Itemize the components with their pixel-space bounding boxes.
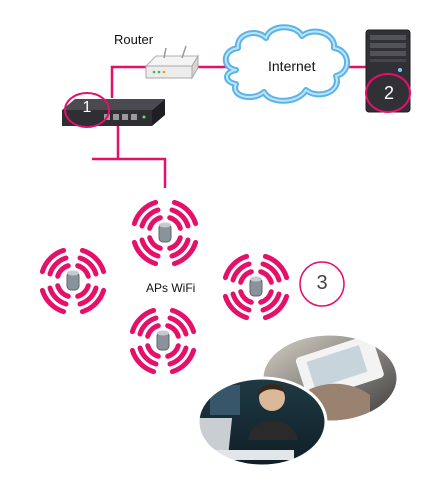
internet-cloud-icon[interactable] xyxy=(222,24,350,104)
wifi-signal-arc xyxy=(167,345,189,367)
wifi-signal-arc xyxy=(238,269,254,285)
wifi-signal-arc xyxy=(165,323,181,339)
wifi-signal-arc xyxy=(167,215,183,231)
access-point-icon[interactable] xyxy=(222,253,290,321)
wifi-signal-arc xyxy=(230,291,252,313)
wifi-signal-arc xyxy=(238,289,254,305)
wifi-signal-arc xyxy=(137,345,159,367)
wifi-signal-arc xyxy=(169,347,197,375)
wifi-signal-arc xyxy=(47,255,69,277)
wifi-signal-arc xyxy=(145,323,161,339)
switch-highlight-ring xyxy=(64,92,110,128)
server-highlight-ring xyxy=(365,73,411,113)
wifi-signal-arc xyxy=(222,293,250,321)
wifi-signal-arc xyxy=(222,253,250,281)
wifi-signal-arc xyxy=(262,253,290,281)
users-photo xyxy=(196,332,400,468)
wifi-signal-arc xyxy=(169,237,191,259)
wifi-signal-arc xyxy=(47,285,69,307)
wifi-signal-arc xyxy=(260,291,282,313)
wifi-signal-arc xyxy=(129,307,157,335)
wifi-signal-arc xyxy=(139,237,161,259)
internet-label: Internet xyxy=(268,58,316,74)
access-point-top xyxy=(67,270,79,276)
access-point-top xyxy=(157,330,169,336)
wifi-signal-arc xyxy=(165,343,181,359)
wifi-signal-arc xyxy=(169,207,191,229)
wifi-signal-arc xyxy=(139,207,161,229)
wifi-signal-arc xyxy=(137,315,159,337)
access-point-icon[interactable] xyxy=(131,199,199,267)
wifi-signal-arc xyxy=(171,239,199,267)
wifi-signal-arc xyxy=(147,215,163,231)
wifi-signal-arc xyxy=(39,287,67,315)
router-label: Router xyxy=(114,32,154,47)
marker-3-label: 3 xyxy=(316,272,328,294)
router-icon[interactable] xyxy=(144,45,199,80)
wifi-signal-arc xyxy=(171,199,199,227)
aps-bus-line xyxy=(92,157,167,188)
wifi-signal-arc xyxy=(145,343,161,359)
aps-wifi-label: APs WiFi xyxy=(146,281,196,295)
wifi-signal-arc xyxy=(39,247,67,275)
wifi-signal-arc xyxy=(129,347,157,375)
access-point-icon[interactable] xyxy=(39,247,107,315)
server-icon[interactable] xyxy=(365,29,411,113)
wifi-signal-arc xyxy=(77,255,99,277)
wifi-signal-arc xyxy=(75,283,91,299)
marker-3-ring xyxy=(299,261,345,307)
wifi-signal-arc xyxy=(258,269,274,285)
wifi-signal-arc xyxy=(79,287,107,315)
wifi-signal-arc xyxy=(55,263,71,279)
wifi-signal-arc xyxy=(167,235,183,251)
marker-2-label: 2 xyxy=(383,83,394,103)
access-points-group xyxy=(39,199,290,375)
switch-to-router-line xyxy=(110,65,148,98)
wifi-signal-arc xyxy=(79,247,107,275)
wifi-signal-arc xyxy=(77,285,99,307)
wifi-signal-arc xyxy=(55,283,71,299)
wifi-signal-arc xyxy=(230,261,252,283)
wifi-signal-arc xyxy=(169,307,197,335)
wifi-signal-arc xyxy=(147,235,163,251)
wifi-signal-arc xyxy=(167,315,189,337)
wifi-signal-arc xyxy=(131,199,159,227)
access-point-icon[interactable] xyxy=(129,307,197,375)
wifi-signal-arc xyxy=(258,289,274,305)
access-point-top xyxy=(250,276,262,282)
access-point-top xyxy=(159,222,171,228)
wifi-signal-arc xyxy=(131,239,159,267)
wifi-signal-arc xyxy=(260,261,282,283)
wifi-signal-arc xyxy=(75,263,91,279)
marker-1-label: 1 xyxy=(82,99,92,116)
wifi-signal-arc xyxy=(262,293,290,321)
